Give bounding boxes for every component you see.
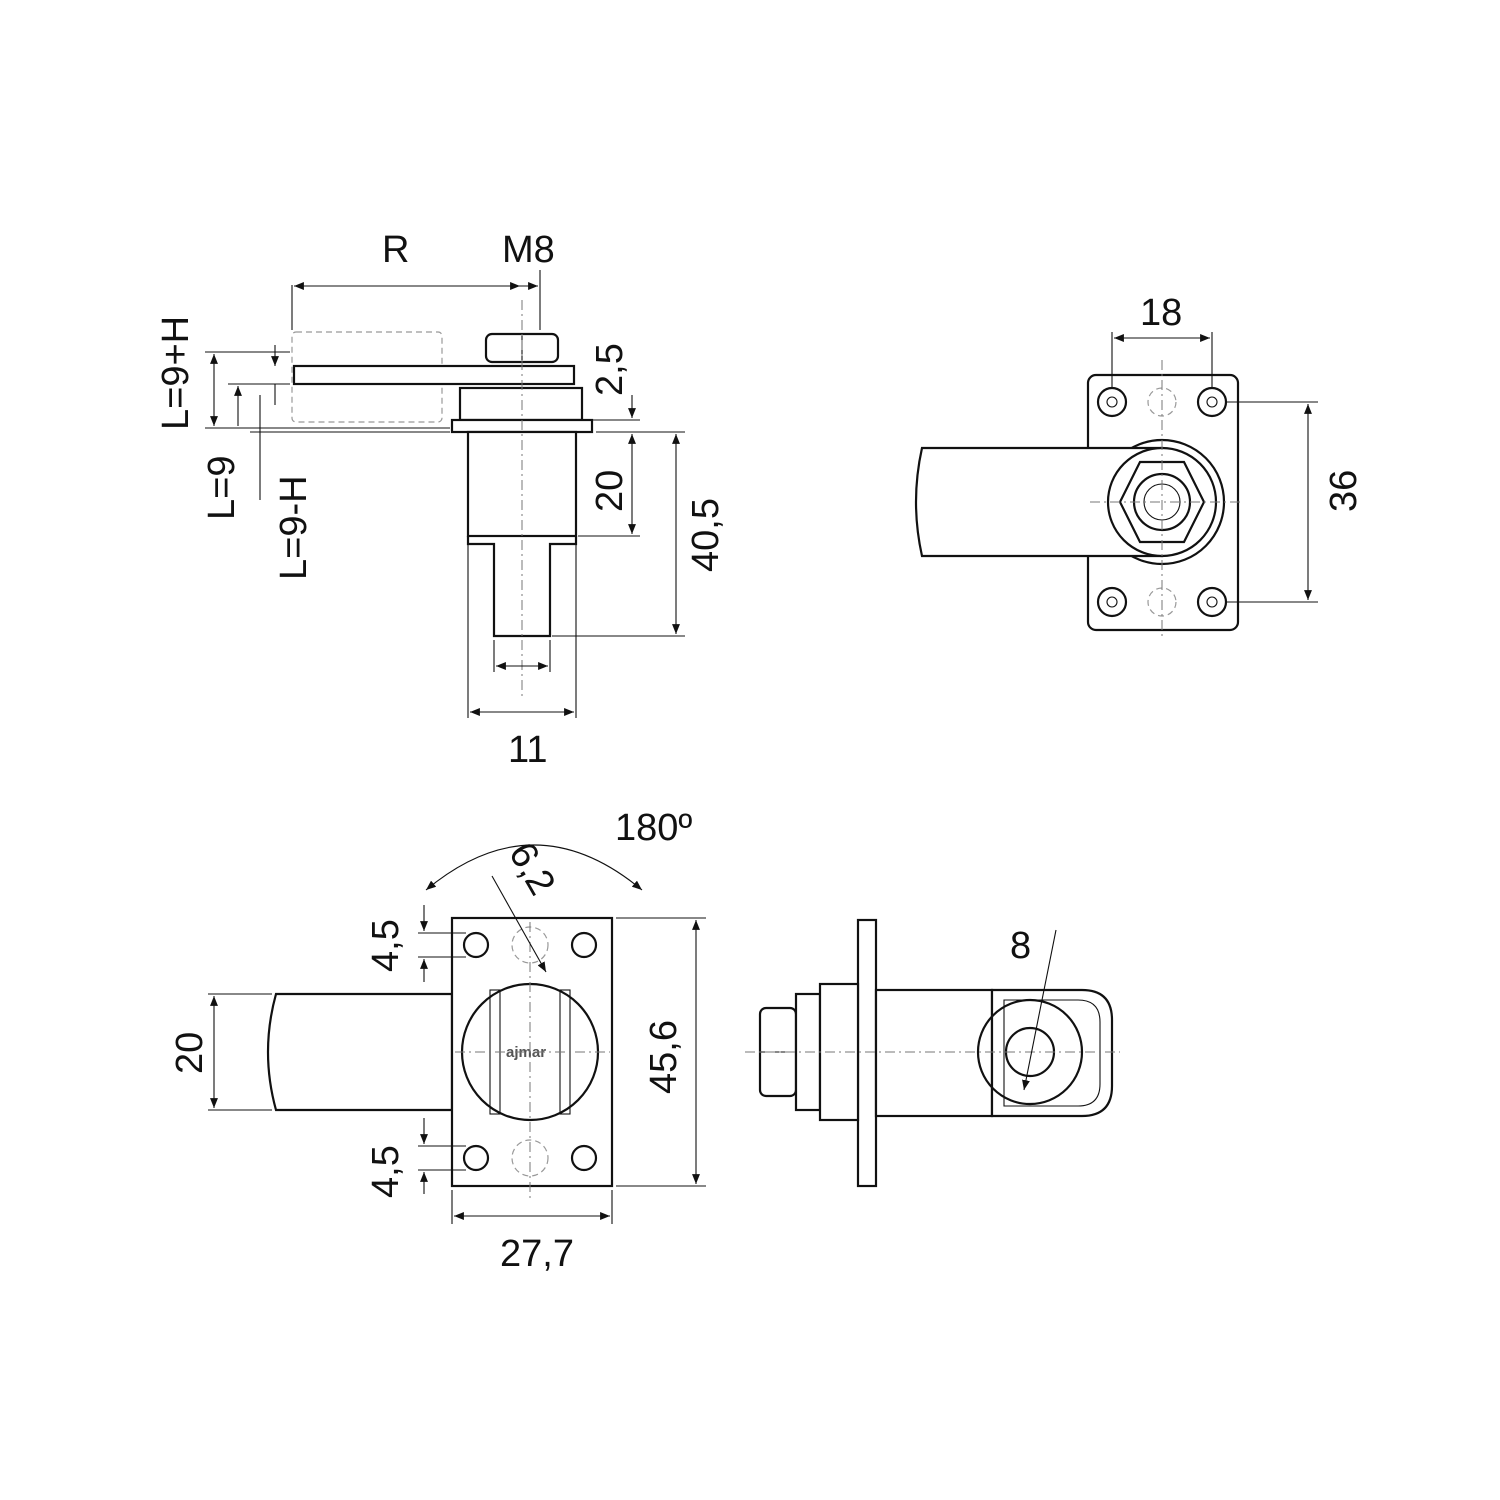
top-plan-view: 18 36 [914, 292, 1365, 640]
dim-20-side: 20 [589, 470, 631, 512]
front-view: ajmar 180º 6,2 4,5 4,5 20 45,6 2 [169, 807, 706, 1275]
dim-40-5: 40,5 [685, 498, 727, 572]
dim-20-front: 20 [169, 1032, 211, 1074]
brand-logo-ajmar: ajmar [506, 1044, 546, 1061]
dim-36: 36 [1323, 470, 1365, 512]
dim-6-2: 6,2 [500, 836, 563, 903]
side-elevation-view: R M8 L=9+H L=9 L=9-H 2,5 20 40,5 [155, 229, 727, 771]
dim-L: L=9 [201, 456, 243, 520]
dim-18: 18 [1140, 292, 1182, 334]
dim-4-5-bottom: 4,5 [365, 1145, 407, 1198]
dim-L-plus-H: L=9+H [155, 316, 197, 430]
dim-180-deg: 180º [615, 807, 692, 849]
dim-R: R [382, 229, 409, 271]
dim-4-5-top: 4,5 [365, 919, 407, 972]
dim-M8: M8 [502, 229, 555, 271]
dim-2-5: 2,5 [589, 343, 631, 396]
dim-8: 8 [1010, 925, 1031, 967]
dim-45-6: 45,6 [643, 1020, 685, 1094]
dim-27-7: 27,7 [500, 1233, 574, 1275]
dim-11: 11 [508, 729, 547, 771]
dim-L-minus-H: L=9-H [273, 475, 315, 580]
side-section-view: 8 [745, 918, 1120, 1188]
